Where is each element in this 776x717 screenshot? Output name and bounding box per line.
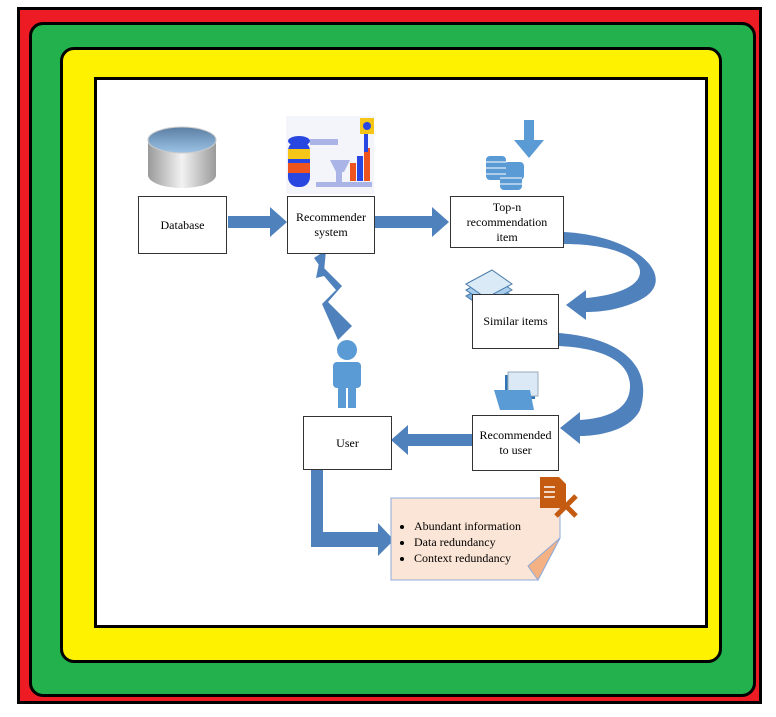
- recommender-illustration-icon: [286, 116, 374, 194]
- node-similar-label: Similar items: [483, 314, 548, 328]
- person-icon: [333, 340, 361, 408]
- document-error-icon: [540, 477, 578, 518]
- arrow-user-to-problems: [311, 470, 394, 556]
- node-database: Database: [138, 196, 227, 254]
- node-user-label: User: [336, 435, 359, 450]
- arrow-user-to-recommender: [314, 250, 352, 340]
- problems-note: [390, 497, 561, 581]
- problem-item: Context redundancy: [414, 550, 521, 566]
- arrow-recommended-to-user: [391, 425, 472, 455]
- arrow-similar-to-recommended: [559, 333, 644, 444]
- coins-download-icon: [486, 120, 544, 190]
- node-topn-label: Top-n recommendation item: [466, 199, 548, 244]
- arrow-topn-to-similar: [564, 232, 656, 320]
- node-recommender-label: Recommender system: [296, 210, 366, 239]
- node-topn-item: Top-n recommendation item: [450, 196, 564, 248]
- arrow-recommender-to-topn: [347, 207, 449, 237]
- problem-item: Data redundancy: [414, 534, 521, 550]
- problem-item: Abundant information: [414, 518, 521, 534]
- node-database-label: Database: [160, 217, 205, 232]
- database-icon: [147, 126, 217, 188]
- folder-icon: [494, 371, 539, 410]
- node-user: User: [303, 416, 392, 470]
- node-recommended-to-user: Recommended to user: [472, 415, 559, 471]
- node-recommended-label: Recommended to user: [479, 428, 552, 457]
- node-similar-items: Similar items: [472, 294, 559, 349]
- problems-list: Abundant information Data redundancy Con…: [396, 518, 521, 566]
- node-recommender-system: Recommender system: [287, 196, 375, 254]
- arrow-database-to-recommender: [228, 207, 287, 237]
